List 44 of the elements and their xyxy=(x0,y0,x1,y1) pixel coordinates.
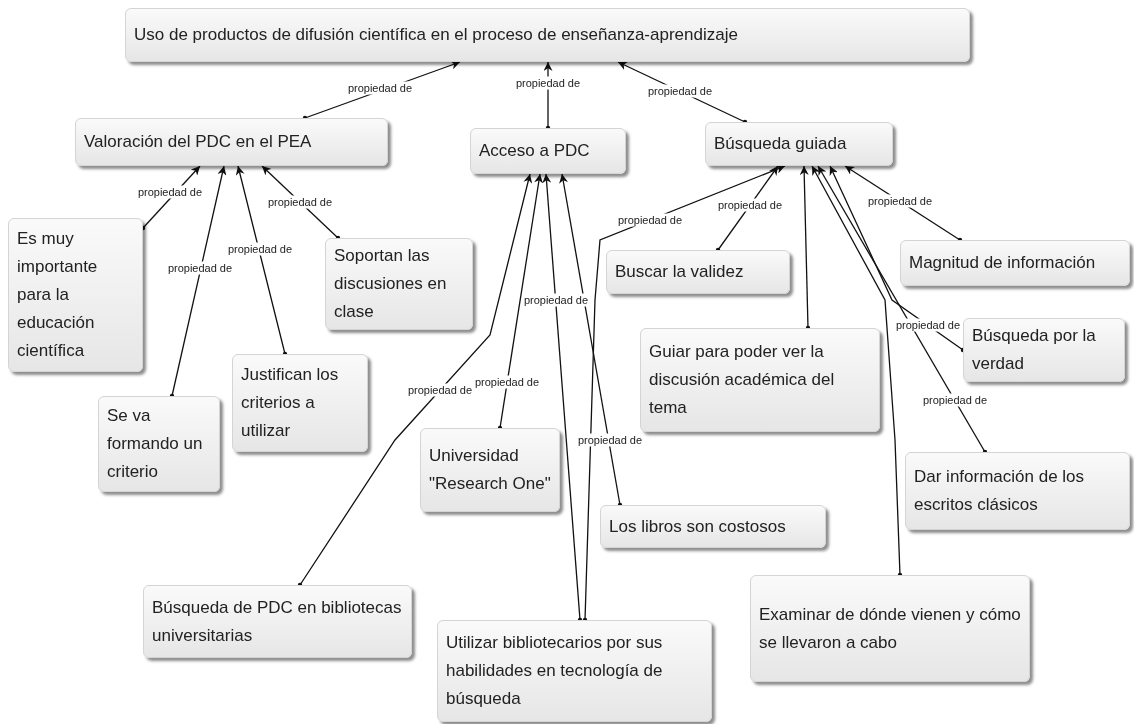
concept-box: Búsqueda guiada xyxy=(705,122,893,166)
edge-label: propiedad de xyxy=(646,84,714,98)
concept-box: Se va formando un criterio xyxy=(98,396,220,492)
edge-label: propiedad de xyxy=(616,213,684,227)
edge-label: propiedad de xyxy=(266,195,334,209)
concept-box: Buscar la validez xyxy=(606,250,790,294)
edge-label: propiedad de xyxy=(136,185,204,199)
concept-box: Universidad "Research One" xyxy=(420,428,560,512)
concept-box: Magnitud de información xyxy=(900,240,1130,286)
arrow xyxy=(169,165,227,399)
edge-label: propiedad de xyxy=(522,293,590,307)
concept-box: Dar información de los escritos clásicos xyxy=(905,452,1130,530)
arrow xyxy=(542,173,583,623)
concept-box: Justifican los criterios a utilizar xyxy=(232,354,368,452)
arrow xyxy=(559,173,623,508)
arrow xyxy=(297,173,533,588)
concept-box: Valoración del PDC en el PEA xyxy=(75,118,388,166)
edge-label: propiedad de xyxy=(576,433,644,447)
arrow xyxy=(497,173,544,431)
edge-label: propiedad de xyxy=(473,375,541,389)
edge-label: propiedad de xyxy=(716,198,784,212)
edge-label: propiedad de xyxy=(406,383,474,397)
arrow xyxy=(235,165,288,357)
edge-label: propiedad de xyxy=(166,261,234,275)
edge-label: propiedad de xyxy=(921,393,989,407)
arrow xyxy=(799,165,811,331)
arrow xyxy=(811,165,903,578)
edge-label: propiedad de xyxy=(226,242,294,256)
concept-box: Es muy importante para la educación científica xyxy=(8,218,143,372)
concept-box: Guiar para poder ver la discusión académica del tema xyxy=(640,328,880,432)
concept-box: Soportan las discusiones en clase xyxy=(325,238,473,330)
concept-box: Búsqueda de PDC en bibliotecas universitarias xyxy=(143,585,412,658)
concept-box: Búsqueda por la verdad xyxy=(963,318,1125,382)
edge-label: propiedad de xyxy=(514,76,582,90)
edge-label: propiedad de xyxy=(894,318,962,332)
concept-box: Uso de productos de difusión científica en el proceso de enseñanza-aprendizaje xyxy=(125,8,970,62)
concept-box: Los libros son costosos xyxy=(600,505,826,548)
concept-box: Utilizar bibliotecarios por sus habilidades en tecnología de búsqueda xyxy=(437,620,712,722)
edge-label: propiedad de xyxy=(866,194,934,208)
arrow xyxy=(817,165,988,455)
concept-box: Acceso a PDC xyxy=(470,128,626,174)
arrow xyxy=(582,165,786,623)
edge-label: propiedad de xyxy=(346,81,414,95)
concept-box: Examinar de dónde vienen y cómo se llevaron a cabo xyxy=(750,575,1030,682)
